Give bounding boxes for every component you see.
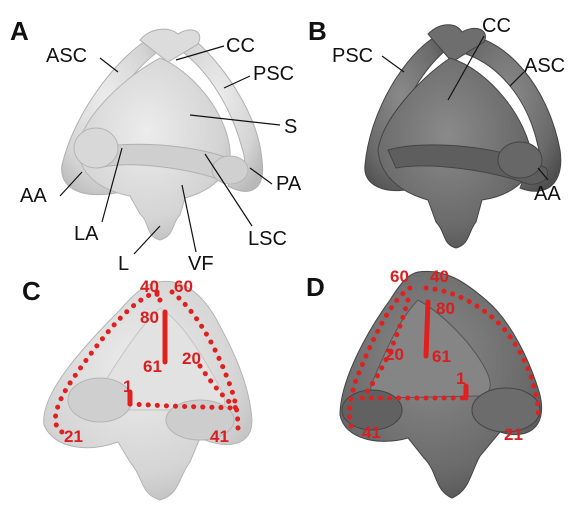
- point-label: 41: [210, 427, 229, 446]
- leader-line: [133, 225, 161, 255]
- panel-letter: A: [10, 16, 29, 46]
- point-label: 61: [143, 357, 162, 376]
- label-l: L: [118, 253, 129, 275]
- point-label: 40: [430, 267, 449, 286]
- path-segment-41-60: [346, 285, 413, 431]
- leader-line: [223, 75, 251, 89]
- leader-line: [204, 153, 253, 227]
- leader-line: [381, 55, 405, 73]
- label-pa: PA: [276, 173, 302, 195]
- label-aa: AA: [20, 185, 47, 207]
- leader-line: [101, 147, 123, 223]
- inner-ear-model-dark: [339, 270, 542, 499]
- label-la: LA: [74, 223, 99, 245]
- path-segment-top: [154, 289, 163, 304]
- point-label: 41: [362, 423, 381, 442]
- leader-line: [249, 167, 273, 185]
- path-segment-41-60: [169, 289, 241, 435]
- label-s: S: [284, 116, 297, 138]
- point-label: 21: [504, 425, 523, 444]
- point-label: 40: [140, 277, 159, 296]
- label-psc: PSC: [253, 63, 294, 85]
- inner-ear-model-light: [61, 28, 264, 241]
- leader-line: [509, 71, 525, 87]
- path-segment-21-40: [423, 285, 541, 423]
- label-asc: ASC: [524, 55, 565, 77]
- leader-line: [189, 114, 281, 126]
- label-asc: ASC: [46, 45, 87, 67]
- inner-ear-model-light: [43, 280, 253, 501]
- panel-d: D 60 40 80 20 61 1 41 21: [306, 267, 542, 499]
- point-label: 1: [456, 369, 465, 388]
- point-label: 60: [390, 267, 409, 286]
- point-label: 61: [432, 347, 451, 366]
- leader-line: [59, 171, 83, 197]
- panel-c: C 40 60 80 61 20 1 21 41: [22, 276, 253, 501]
- panel-letter: D: [306, 272, 325, 302]
- leader-line: [175, 45, 225, 61]
- label-aa: AA: [534, 183, 561, 205]
- panel-a: A ASC CC PSC S AA LA PA L VF LSC: [10, 16, 302, 275]
- panel-letter: C: [22, 276, 41, 306]
- panel-letter: B: [308, 16, 327, 46]
- point-label: 1: [123, 377, 132, 396]
- leader-line: [447, 35, 485, 101]
- path-segment-1-20: [127, 363, 239, 411]
- point-label: 80: [140, 308, 159, 327]
- panel-b: B PSC CC ASC AA: [308, 15, 565, 249]
- label-vf: VF: [188, 253, 214, 275]
- point-label: 80: [436, 299, 455, 318]
- leader-line: [537, 167, 549, 181]
- point-label: 20: [385, 345, 404, 364]
- path-segment-61-80: [423, 299, 431, 359]
- point-label: 60: [174, 277, 193, 296]
- red-path-trace: [52, 289, 241, 435]
- path-segment-21-40: [52, 289, 160, 435]
- label-cc: CC: [482, 15, 511, 37]
- label-lsc: LSC: [248, 228, 287, 250]
- red-path-trace: [346, 285, 541, 431]
- label-psc: PSC: [332, 45, 373, 67]
- point-label: 21: [64, 427, 83, 446]
- point-label: 20: [182, 349, 201, 368]
- leader-line: [181, 184, 197, 253]
- leader-line: [99, 57, 119, 73]
- label-cc: CC: [226, 35, 255, 57]
